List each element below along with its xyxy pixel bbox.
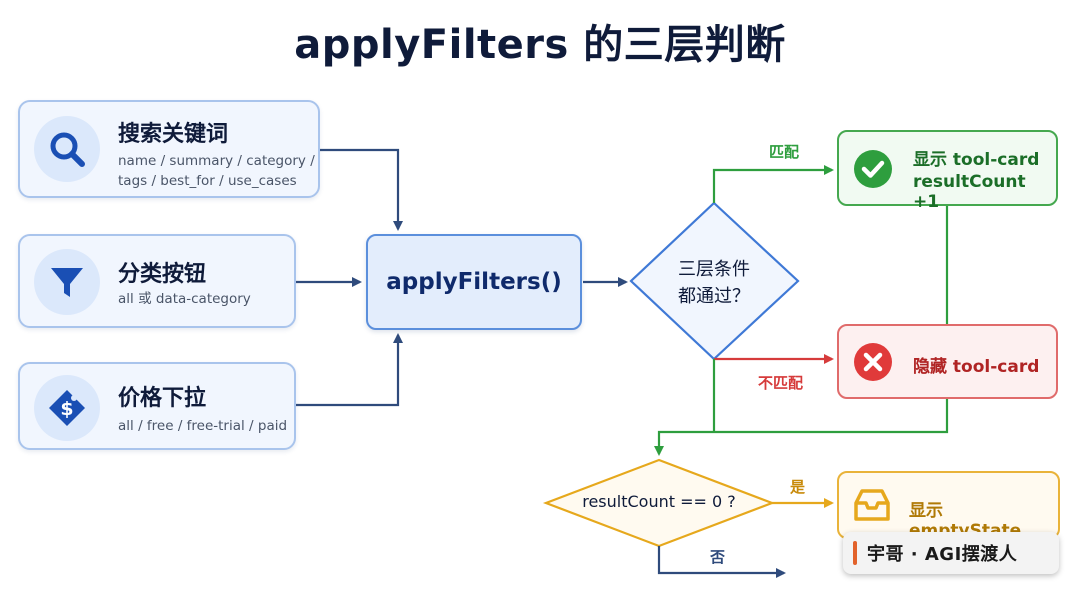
hide-card-label: 隐藏 tool-card [913,357,1040,377]
decision-label-line2: 都通过？ [678,286,750,307]
inbox-icon [853,487,891,527]
x-icon [853,342,893,386]
input-price-title: 价格下拉 [118,386,207,411]
input-search-title: 搜索关键词 [118,122,229,147]
connector-search-to-apply [320,148,403,231]
svg-text:$: $ [60,398,73,420]
search-icon [34,116,100,182]
no-label: 否 [710,548,726,566]
connector-match [712,165,834,203]
empty-state-box: 显示 emptyState [837,471,1060,541]
funnel-icon [34,249,100,315]
input-category-card: 分类按钮 all 或 data-category [18,234,296,328]
watermark-accent-bar [853,541,857,565]
connector-no [657,546,786,578]
connector-price-to-apply [296,333,403,407]
input-search-card: 搜索关键词 name / summary / category / tags /… [18,100,320,198]
show-card-box: 显示 tool-card resultCount +1 [837,130,1058,212]
input-price-card: $ 价格下拉 all / free / free-trial / paid [18,362,296,450]
apply-filters-box: applyFilters() [366,234,582,330]
watermark-text: 宇哥 · AGI摆渡人 [867,544,1018,565]
connector-show-card-down [654,206,949,456]
input-category-desc: all 或 data-category [118,291,251,307]
input-search-desc-line1: name / summary / category / [118,153,315,169]
nomatch-label: 不匹配 [758,374,804,392]
show-card-line1: 显示 tool-card [913,150,1040,170]
input-category-title: 分类按钮 [118,262,207,287]
show-card-line2: resultCount +1 [913,172,1026,212]
price-tag-icon: $ [34,375,100,441]
decision2-label: resultCount == 0 ? [582,492,736,511]
decision-label-line1: 三层条件 [678,259,750,280]
decision-label: 三层条件 都通过？ [644,256,784,310]
page-title: applyFilters 的三层判断 [294,22,786,68]
check-icon [853,149,893,193]
input-search-desc-line2: tags / best_for / use_cases [118,173,297,189]
match-label: 匹配 [769,143,800,161]
hide-card-box: 隐藏 tool-card [837,324,1058,399]
input-price-desc: all / free / free-trial / paid [118,418,288,434]
watermark-badge: 宇哥 · AGI摆渡人 [843,532,1059,574]
yes-label: 是 [790,478,806,496]
